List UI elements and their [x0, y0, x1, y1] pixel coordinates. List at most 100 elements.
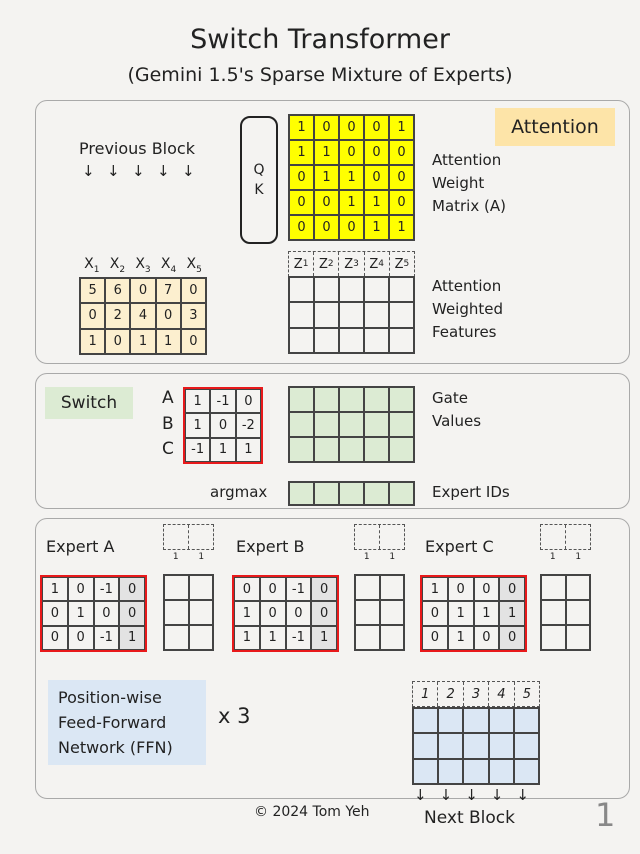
- bias-one: 1: [198, 552, 205, 562]
- matrix-cell: -1: [285, 577, 312, 602]
- matrix-cell: [339, 482, 364, 505]
- matrix-cell: [438, 733, 464, 759]
- output-header: 4: [489, 682, 515, 706]
- label-line: Network (FFN): [58, 738, 173, 757]
- attention-badge: Attention: [495, 108, 615, 146]
- matrix-cell: 1: [80, 328, 106, 354]
- row-label: B: [162, 413, 174, 434]
- matrix-cell: [379, 600, 404, 625]
- matrix-cell: [355, 600, 380, 625]
- down-arrow-icon: ↓: [490, 786, 504, 804]
- label-line: Matrix (A): [432, 197, 506, 215]
- down-arrow-icon: ↓: [439, 786, 453, 804]
- down-arrow-icon: ↓: [132, 162, 145, 180]
- output-header: 5: [522, 686, 531, 702]
- matrix-cell: 0: [80, 303, 106, 329]
- down-arrows: ↓↓↓↓↓: [82, 162, 207, 180]
- matrix-cell: [513, 758, 539, 784]
- matrix-cell: 1: [119, 625, 145, 650]
- matrix-cell: [364, 412, 389, 437]
- attention-weighted-features-matrix: [288, 276, 415, 354]
- matrix-cell: 1: [314, 165, 339, 190]
- matrix-cell: 0: [314, 215, 339, 240]
- matrix-cell: [188, 575, 213, 600]
- matrix-cell: 1: [422, 577, 448, 602]
- matrix-cell: [339, 412, 364, 437]
- output-header: 1: [413, 682, 439, 706]
- title: Switch Transformer: [190, 24, 450, 55]
- matrix-cell: 0: [314, 190, 339, 215]
- matrix-cell: [565, 575, 590, 600]
- matrix-cell: [314, 482, 339, 505]
- matrix-cell: 0: [67, 625, 94, 650]
- matrix-cell: [339, 387, 364, 412]
- down-arrows: ↓↓↓↓↓: [414, 786, 542, 804]
- matrix-cell: 0: [259, 577, 286, 602]
- matrix-cell: 0: [119, 601, 145, 626]
- matrix-cell: [389, 412, 414, 437]
- matrix-cell: 0: [180, 328, 206, 354]
- label-line: Attention: [432, 277, 502, 295]
- matrix-cell: [164, 625, 189, 650]
- matrix-cell: [463, 758, 489, 784]
- matrix-cell: [364, 277, 389, 303]
- matrix-cell: 1: [259, 625, 286, 650]
- matrix-cell: [364, 327, 389, 353]
- matrix-cell: [438, 758, 464, 784]
- matrix-cell: [565, 625, 590, 650]
- matrix-cell: 3: [180, 303, 206, 329]
- matrix-cell: 0: [259, 601, 286, 626]
- dashed-cell: [164, 525, 189, 549]
- matrix-cell: 0: [42, 625, 68, 650]
- matrix-cell: [364, 302, 389, 328]
- matrix-cell: 1: [364, 190, 389, 215]
- matrix-cell: 1: [311, 625, 337, 650]
- matrix-cell: 0: [119, 577, 145, 602]
- matrix-cell: 0: [42, 601, 68, 626]
- down-arrow-icon: ↓: [82, 162, 95, 180]
- expert-output-matrix: [163, 574, 214, 651]
- matrix-cell: 0: [473, 577, 500, 602]
- label-line: Position-wise: [58, 688, 162, 707]
- gate-values-label: Gate Values: [432, 387, 481, 433]
- matrix-cell: [289, 327, 314, 353]
- matrix-cell: [339, 437, 364, 462]
- matrix-cell: [339, 302, 364, 328]
- matrix-cell: [389, 302, 414, 328]
- matrix-cell: [389, 277, 414, 303]
- matrix-cell: 0: [339, 115, 364, 140]
- matrix-cell: [513, 708, 539, 734]
- matrix-cell: -1: [93, 577, 120, 602]
- matrix-cell: 1: [473, 601, 500, 626]
- label-line: Values: [432, 412, 482, 430]
- expert-bias-header: [540, 524, 591, 550]
- x-header: X2: [109, 256, 126, 275]
- matrix-cell: 1: [339, 190, 364, 215]
- matrix-cell: 0: [105, 328, 131, 354]
- matrix-cell: [314, 412, 339, 437]
- matrix-cell: 1: [389, 115, 414, 140]
- matrix-cell: 0: [285, 601, 312, 626]
- expert-label: Expert A: [46, 537, 115, 556]
- expert-bias-header: [163, 524, 214, 550]
- matrix-cell: [339, 277, 364, 303]
- expert-ids-row: [288, 481, 415, 506]
- matrix-cell: 0: [67, 577, 94, 602]
- matrix-cell: [565, 600, 590, 625]
- matrix-cell: [289, 302, 314, 328]
- bias-one: 1: [363, 552, 370, 562]
- matrix-cell: [314, 387, 339, 412]
- down-arrow-icon: ↓: [414, 786, 427, 804]
- matrix-cell: [164, 575, 189, 600]
- matrix-cell: 0: [234, 577, 260, 602]
- matrix-cell: 1: [155, 328, 181, 354]
- expert-ids-label: Expert IDs: [432, 483, 510, 501]
- matrix-cell: [188, 625, 213, 650]
- x-header: X1: [84, 256, 100, 275]
- x-header: X5: [186, 256, 202, 275]
